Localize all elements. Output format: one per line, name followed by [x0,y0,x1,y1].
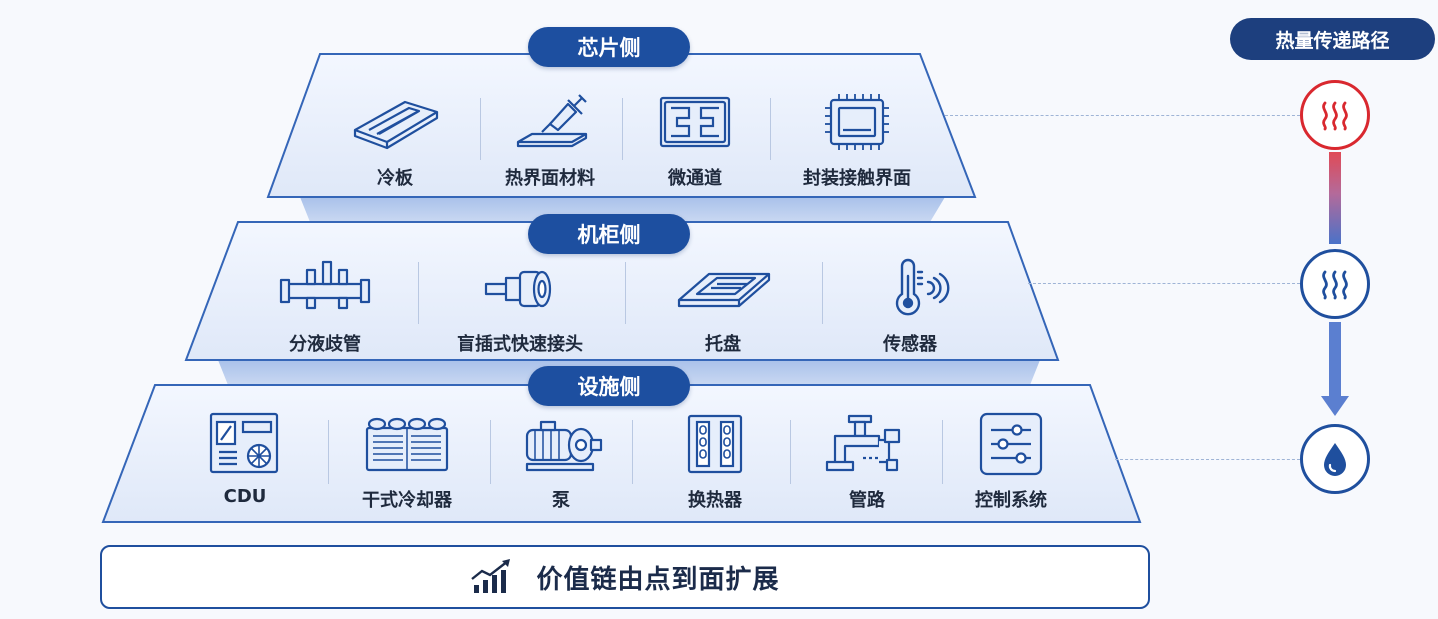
tier-connector [300,197,945,222]
separator [480,98,481,160]
separator [622,98,623,160]
tier-rack-shape [184,221,1060,361]
tier-title-chip-text: 芯片侧 [577,36,641,60]
piping-icon [825,414,901,472]
separator [942,420,943,484]
connector-dashed-line [1028,283,1300,284]
separator [418,262,419,324]
separator [790,420,791,484]
thermometer-sensor-icon [895,258,950,316]
separator [822,262,823,324]
dry-cooler-icon [365,417,449,472]
item-label: CDU [223,486,267,507]
water-drop-icon [1300,424,1370,494]
item-blind-mate-quick-connector: 盲插式快速接头 [445,256,595,356]
tier-facility-shape [101,384,1142,523]
item-thermal-interface-material: 热界面材料 [475,90,625,190]
item-piping: 管路 [792,412,942,512]
item-manifold: 分液歧管 [250,256,400,356]
manifold-icon [279,260,371,310]
heat-exchanger-icon [687,414,743,474]
item-cdu: CDU [170,412,320,507]
item-label: 泵 [552,490,570,511]
item-heat-exchanger: 换热器 [640,412,790,512]
item-pump: 泵 [486,412,636,512]
separator [770,98,771,160]
chip-package-icon [825,94,889,150]
tier-title-facility-text: 设施侧 [577,375,641,399]
cold-plate-icon [353,100,439,150]
syringe-icon [516,94,588,148]
item-label: 控制系统 [975,490,1047,511]
item-label: 托盘 [705,334,741,355]
tier-title-chip: 芯片侧 [528,27,690,67]
microchannel-icon [659,96,731,148]
item-tray: 托盘 [648,256,798,356]
item-label: 盲插式快速接头 [457,334,583,355]
heat-waves-icon [1300,249,1370,319]
item-cold-plate: 冷板 [320,90,470,190]
value-chain-banner: 价值链由点到面扩展 [100,545,1150,609]
item-label: 管路 [849,490,885,511]
heat-waves-icon [1300,80,1370,150]
item-label: 分液歧管 [289,334,361,355]
item-label: 冷板 [377,168,413,189]
item-dry-cooler: 干式冷却器 [332,412,482,512]
banner-text: 价值链由点到面扩展 [536,564,780,595]
tier-chip-shape [266,53,977,198]
flow-segment-upper [1329,152,1341,244]
connector-dashed-line [1115,459,1300,460]
flow-segment-lower [1329,322,1341,398]
item-label: 热界面材料 [505,168,595,189]
item-microchannel: 微通道 [620,90,770,190]
item-sensor: 传感器 [835,256,985,356]
tray-icon [677,272,771,308]
separator [625,262,626,324]
quick-connector-icon [484,270,552,308]
tier-title-rack: 机柜侧 [528,214,690,254]
flow-arrowhead-icon [1321,396,1349,416]
item-label: 换热器 [688,490,742,511]
heat-path-title-text: 热量传递路径 [1275,29,1390,52]
separator [328,420,329,484]
separator [490,420,491,484]
item-control-system: 控制系统 [936,412,1086,512]
heat-path-title: 热量传递路径 [1230,18,1435,60]
connector-dashed-line [945,115,1300,116]
item-label: 干式冷却器 [362,490,452,511]
tier-title-rack-text: 机柜侧 [577,223,641,247]
pump-icon [525,420,603,472]
item-label: 封装接触界面 [803,168,911,189]
growth-chart-icon [471,559,511,593]
control-sliders-icon [979,412,1043,476]
item-package-contact-interface: 封装接触界面 [782,90,932,190]
item-label: 微通道 [668,168,722,189]
cdu-cabinet-icon [209,412,279,474]
item-label: 传感器 [883,334,937,355]
tier-title-facility: 设施侧 [528,366,690,406]
separator [632,420,633,484]
